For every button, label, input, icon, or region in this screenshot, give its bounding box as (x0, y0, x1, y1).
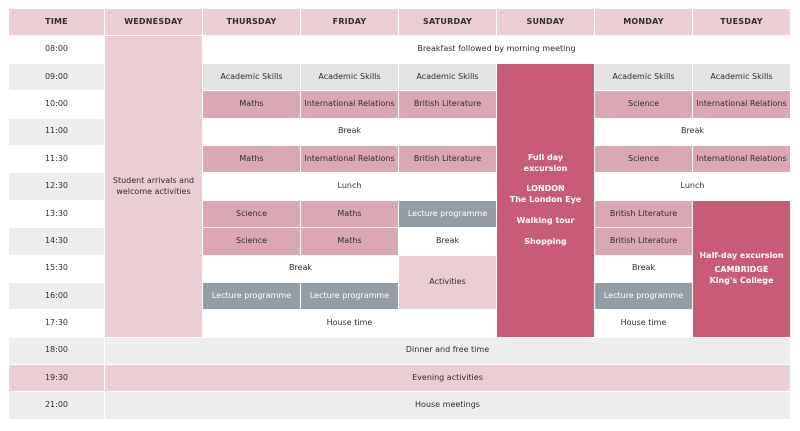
time-cell: 21:00 (8, 391, 105, 420)
sunday-excursion-cell: Full day excursion LONDON The London Eye… (496, 62, 595, 338)
time-cell: 08:00 (8, 35, 105, 64)
weekly-timetable: TIME WEDNESDAY THURSDAY FRIDAY SATURDAY … (8, 7, 791, 420)
thursday-maths: Maths (202, 144, 301, 174)
row-1430: 14:30 Science Maths Break British Litera… (8, 227, 791, 256)
time-cell: 10:00 (8, 90, 105, 119)
sunday-line1: Full day (527, 152, 564, 162)
monday-house-time: House time (594, 309, 693, 338)
header-tuesday: TUESDAY (692, 7, 791, 37)
thursday-science: Science (202, 199, 301, 229)
row-1800: 18:00 Dinner and free time (8, 336, 791, 366)
row-2100: 21:00 House meetings (8, 391, 791, 420)
monday-lecture-programme: Lecture programme (594, 281, 693, 311)
friday-international-relations: International Relations (300, 90, 399, 119)
monday-academic-skills: Academic Skills (594, 62, 693, 92)
friday-lecture-programme: Lecture programme (300, 281, 399, 311)
tuesday-line2: CAMBRIDGE (714, 265, 769, 275)
evening-activities-cell: Evening activities (104, 364, 791, 393)
wednesday-line1: Student arrivals and (112, 175, 195, 185)
saturday-break: Break (398, 227, 497, 256)
thursday-maths: Maths (202, 90, 301, 119)
time-cell: 16:00 (8, 281, 105, 311)
header-saturday: SATURDAY (398, 7, 497, 37)
tuesday-line1: Half-day excursion (699, 250, 784, 260)
lunch-mon-tue: Lunch (594, 172, 791, 201)
row-1330: 13:30 Science Maths Lecture programme Br… (8, 199, 791, 338)
break-thu-sat: Break (202, 117, 497, 146)
house-meetings-cell: House meetings (104, 391, 791, 420)
saturday-activities: Activities (398, 254, 497, 311)
sunday-line4: The London Eye (509, 195, 582, 205)
break-mon-tue: Break (594, 117, 791, 146)
friday-maths: Maths (300, 227, 399, 256)
break-thu-fri: Break (202, 254, 399, 283)
header-sunday: SUNDAY (496, 7, 595, 37)
lunch-thu-sat: Lunch (202, 172, 497, 201)
row-1130: 11:30 Maths International Relations Brit… (8, 144, 791, 174)
time-cell: 09:00 (8, 62, 105, 92)
friday-maths: Maths (300, 199, 399, 229)
monday-british-literature: British Literature (594, 227, 693, 256)
header-friday: FRIDAY (300, 7, 399, 37)
dinner-cell: Dinner and free time (104, 336, 791, 366)
house-time-thu-sat: House time (202, 309, 497, 338)
row-1100: 11:00 Break Break (8, 117, 791, 146)
tuesday-international-relations: International Relations (692, 144, 791, 174)
tuesday-line3: King's College (709, 276, 774, 286)
sunday-line2: excursion (523, 163, 568, 173)
row-1730: 17:30 House time House time (8, 309, 791, 338)
time-cell: 18:00 (8, 336, 105, 366)
thursday-science: Science (202, 227, 301, 256)
tuesday-academic-skills: Academic Skills (692, 62, 791, 92)
header-monday: MONDAY (594, 7, 693, 37)
sunday-line3: LONDON (526, 184, 565, 194)
row-1000: 10:00 Maths International Relations Brit… (8, 90, 791, 119)
saturday-academic-skills: Academic Skills (398, 62, 497, 92)
tuesday-excursion-cell: Half-day excursion CAMBRIDGE King's Coll… (692, 199, 791, 338)
time-cell: 13:30 (8, 199, 105, 229)
time-cell: 15:30 (8, 254, 105, 283)
row-1930: 19:30 Evening activities (8, 364, 791, 393)
time-cell: 11:30 (8, 144, 105, 174)
monday-science: Science (594, 90, 693, 119)
timetable-container: TIME WEDNESDAY THURSDAY FRIDAY SATURDAY … (8, 7, 791, 420)
row-0800: 08:00 Student arrivals and welcome activ… (8, 35, 791, 338)
header-time: TIME (8, 7, 105, 37)
monday-break: Break (594, 254, 693, 283)
monday-british-literature: British Literature (594, 199, 693, 229)
friday-academic-skills: Academic Skills (300, 62, 399, 92)
thursday-academic-skills: Academic Skills (202, 62, 301, 92)
saturday-lecture-programme: Lecture programme (398, 199, 497, 229)
header-row: TIME WEDNESDAY THURSDAY FRIDAY SATURDAY … (8, 7, 791, 37)
row-1600: 16:00 Lecture programme Lecture programm… (8, 281, 791, 311)
row-1530: 15:30 Break Activities Break (8, 254, 791, 311)
sunday-line5: Walking tour (516, 216, 575, 226)
breakfast-cell: Breakfast followed by morning meeting (202, 35, 791, 64)
time-cell: 12:30 (8, 172, 105, 201)
header-wednesday: WEDNESDAY (104, 7, 203, 37)
wednesday-line2: welcome activities (116, 186, 191, 196)
time-cell: 19:30 (8, 364, 105, 393)
saturday-british-literature: British Literature (398, 90, 497, 119)
row-0900: 09:00 Academic Skills Academic Skills Ac… (8, 62, 791, 338)
friday-international-relations: International Relations (300, 144, 399, 174)
sunday-line6: Shopping (524, 236, 567, 246)
saturday-british-literature: British Literature (398, 144, 497, 174)
time-cell: 17:30 (8, 309, 105, 338)
thursday-lecture-programme: Lecture programme (202, 281, 301, 311)
row-1230: 12:30 Lunch Lunch (8, 172, 791, 201)
time-cell: 11:00 (8, 117, 105, 146)
wednesday-arrivals-cell: Student arrivals and welcome activities (104, 35, 203, 338)
tuesday-international-relations: International Relations (692, 90, 791, 119)
monday-science: Science (594, 144, 693, 174)
time-cell: 14:30 (8, 227, 105, 256)
header-thursday: THURSDAY (202, 7, 301, 37)
